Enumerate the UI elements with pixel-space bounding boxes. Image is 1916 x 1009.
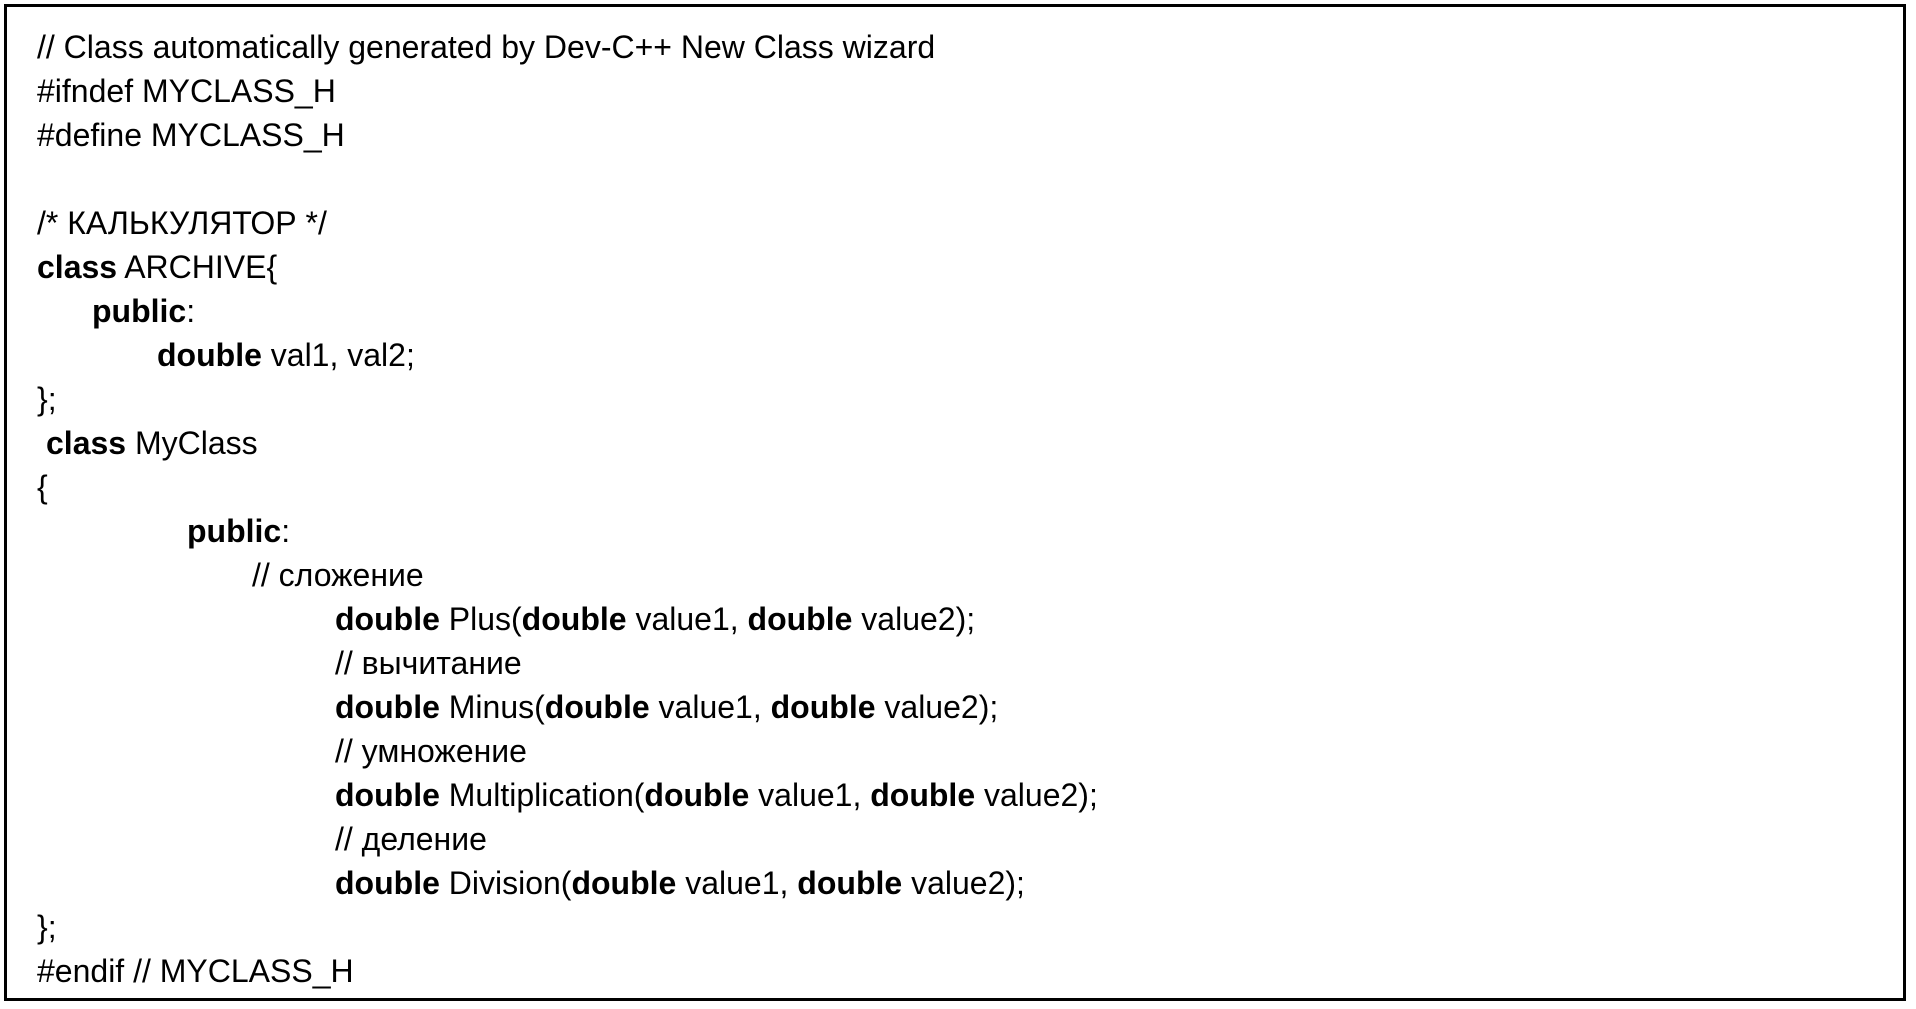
code-line: public: xyxy=(37,509,1098,553)
code-text: value1, xyxy=(626,601,748,637)
code-keyword: double xyxy=(571,865,677,901)
code-line: #endif // MYCLASS_H xyxy=(37,949,1098,993)
code-text: // деление xyxy=(335,821,487,857)
code-line: // Class automatically generated by Dev-… xyxy=(37,25,1098,69)
code-keyword: double xyxy=(797,865,903,901)
code-line: class MyClass xyxy=(37,421,1098,465)
code-keyword: double xyxy=(335,689,440,725)
code-text: Division( xyxy=(439,865,572,901)
code-line: double Multiplication(double value1, dou… xyxy=(37,773,1098,817)
code-line: #define MYCLASS_H xyxy=(37,113,1098,157)
code-text: // умножение xyxy=(335,733,527,769)
code-line: // сложение xyxy=(37,553,1098,597)
code-text: value1, xyxy=(749,777,871,813)
code-text: value2); xyxy=(902,865,1025,901)
code-text: ARCHIVE{ xyxy=(117,249,278,285)
code-text: val1, val2; xyxy=(261,337,415,373)
code-text: #ifndef MYCLASS_H xyxy=(37,73,336,109)
code-text: // сложение xyxy=(252,557,424,593)
code-keyword: class xyxy=(37,249,118,285)
code-keyword: double xyxy=(870,777,976,813)
code-keyword: class xyxy=(46,425,127,461)
code-text: #endif // MYCLASS_H xyxy=(37,953,354,989)
code-text: #define MYCLASS_H xyxy=(37,117,345,153)
code-listing-frame: // Class automatically generated by Dev-… xyxy=(4,4,1906,1001)
code-text: // Class automatically generated by Dev-… xyxy=(37,29,936,65)
code-line: double Plus(double value1, double value2… xyxy=(37,597,1098,641)
code-text: value2); xyxy=(975,777,1098,813)
code-keyword: double xyxy=(644,777,750,813)
code-text: Plus( xyxy=(439,601,522,637)
code-keyword: public xyxy=(92,293,187,329)
code-text: value1, xyxy=(676,865,798,901)
code-line: }; xyxy=(37,905,1098,949)
code-text: : xyxy=(186,293,196,329)
code-keyword: double xyxy=(544,689,650,725)
code-text: }; xyxy=(37,381,57,417)
code-keyword: double xyxy=(521,601,627,637)
code-text: value2); xyxy=(875,689,999,725)
code-keyword: public xyxy=(187,513,282,549)
code-line: }; xyxy=(37,377,1098,421)
code-line: public: xyxy=(37,289,1098,333)
code-listing: // Class automatically generated by Dev-… xyxy=(37,25,1098,993)
code-line: // умножение xyxy=(37,729,1098,773)
code-line: // вычитание xyxy=(37,641,1098,685)
code-line: #ifndef MYCLASS_H xyxy=(37,69,1098,113)
code-text: /* КАЛЬКУЛЯТОР */ xyxy=(37,205,327,241)
code-line: { xyxy=(37,465,1098,509)
code-line: double Minus(double value1, double value… xyxy=(37,685,1098,729)
code-line: /* КАЛЬКУЛЯТОР */ xyxy=(37,201,1098,245)
code-text: value1, xyxy=(649,689,771,725)
code-line: double Division(double value1, double va… xyxy=(37,861,1098,905)
code-line: // деление xyxy=(37,817,1098,861)
code-text: : xyxy=(281,513,291,549)
code-text: Multiplication( xyxy=(439,777,645,813)
code-text: value2); xyxy=(852,601,976,637)
code-text: Minus( xyxy=(439,689,545,725)
code-keyword: double xyxy=(335,777,440,813)
code-keyword: double xyxy=(335,601,440,637)
code-text: { xyxy=(37,469,48,505)
code-keyword: double xyxy=(770,689,876,725)
code-text: }; xyxy=(37,909,57,945)
code-line: double val1, val2; xyxy=(37,333,1098,377)
code-keyword: double xyxy=(157,337,262,373)
code-keyword: double xyxy=(335,865,440,901)
code-text: // вычитание xyxy=(335,645,522,681)
code-text: MyClass xyxy=(126,425,258,461)
code-line xyxy=(37,157,1098,201)
code-line: class ARCHIVE{ xyxy=(37,245,1098,289)
code-keyword: double xyxy=(747,601,853,637)
